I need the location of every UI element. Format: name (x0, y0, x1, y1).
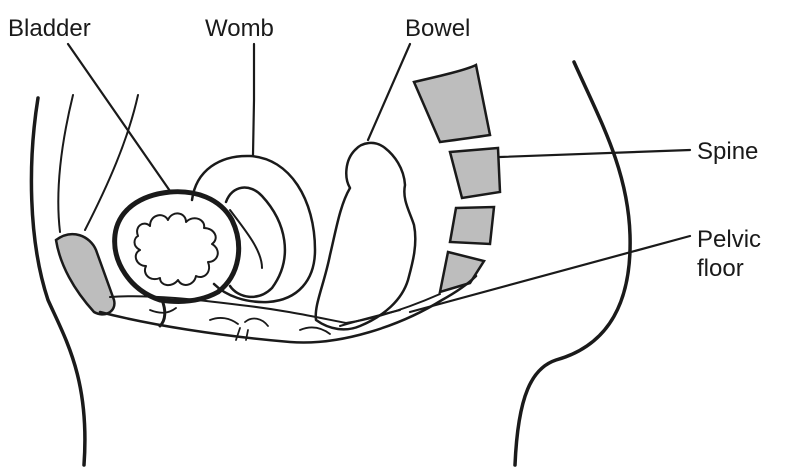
abdominal-wall-line-1 (58, 95, 73, 232)
bowel (316, 143, 416, 329)
pelvic-floor-fibers (150, 308, 330, 340)
spine-vertebra-1 (414, 65, 490, 142)
bladder-lining (135, 213, 218, 285)
bladder-wall (115, 192, 239, 302)
label-pelvic-floor-line1: Pelvic (697, 226, 761, 253)
label-pelvic-floor-line2: floor (697, 255, 744, 282)
label-bowel: Bowel (405, 15, 470, 42)
spine-vertebra-4 (440, 252, 484, 292)
label-spine: Spine (697, 138, 758, 165)
womb-inner (226, 188, 285, 297)
spine-vertebra-2 (450, 148, 500, 198)
womb-inner-fold (230, 210, 262, 268)
leader-line-womb (253, 44, 254, 155)
pubic-bone (56, 234, 114, 314)
spine-vertebra-3 (450, 207, 494, 244)
leader-line-spine (500, 150, 690, 157)
leader-line-bladder (68, 44, 170, 191)
label-bladder: Bladder (8, 15, 91, 42)
label-womb: Womb (205, 15, 274, 42)
leader-line-bowel (368, 44, 410, 140)
body-outline-right (515, 62, 630, 465)
